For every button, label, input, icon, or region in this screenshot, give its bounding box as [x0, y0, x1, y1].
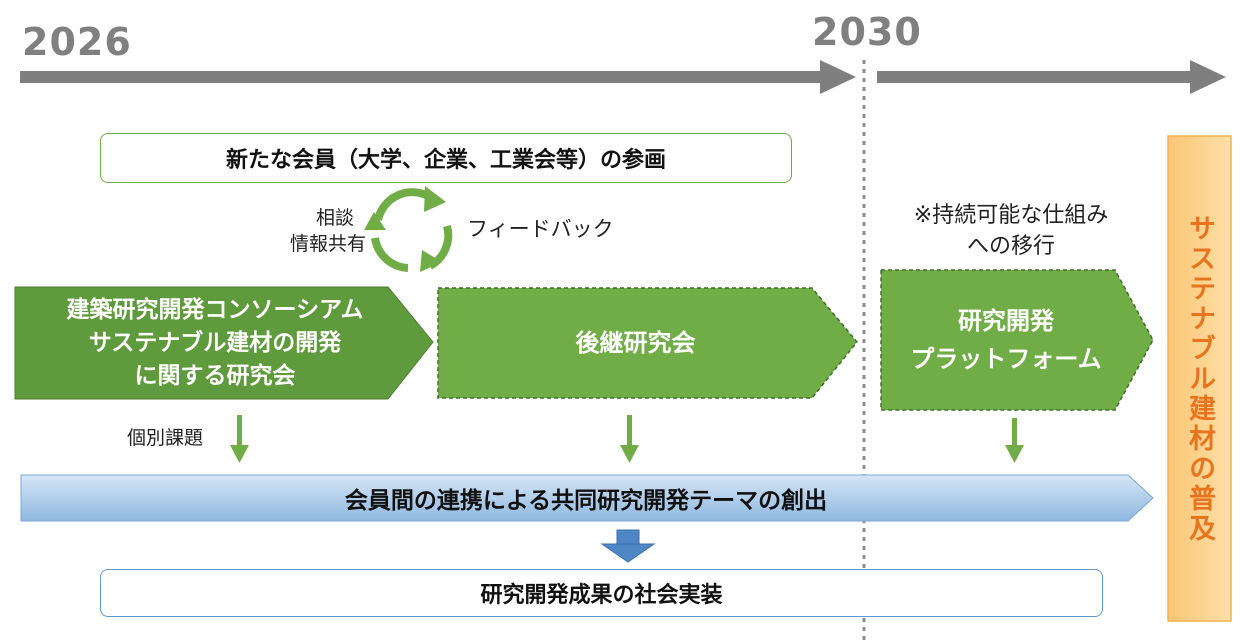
feedback-label: フィードバック	[467, 217, 614, 241]
blue-bar-shape	[20, 474, 1154, 522]
sustainable-note-line2: への移行	[966, 234, 1055, 259]
stage3-shape	[880, 269, 1154, 411]
stage3-text: 研究開発 プラットフォーム	[881, 270, 1131, 410]
down-arrow-stage1	[230, 415, 249, 463]
sustainable-note: ※持続可能な仕組み への移行	[880, 200, 1142, 262]
stage3-line2: プラットフォーム	[910, 345, 1102, 373]
stage3-line1: 研究開発	[958, 307, 1054, 335]
blue-bar-text: 会員間の連携による共同研究開発テーマの創出	[21, 475, 1151, 521]
individual-issue-label: 個別課題	[127, 427, 204, 449]
social-implementation-label: 研究開発成果の社会実装	[480, 583, 723, 608]
stage2-label: 後継研究会	[575, 329, 696, 357]
blue-down-arrow	[600, 529, 656, 563]
sustainable-note-line1: ※持続可能な仕組み	[913, 203, 1109, 228]
new-members-label: 新たな会員（大学、企業、工業会等）の参画	[225, 148, 666, 173]
stage1-line3: に関する研究会	[134, 362, 296, 389]
down-arrow-stage3	[1005, 418, 1024, 463]
blue-bar-label: 会員間の連携による共同研究開発テーマの創出	[344, 488, 828, 514]
side-banner-shape	[1167, 135, 1232, 622]
stage2-text: 後継研究会	[438, 288, 833, 398]
stage2-shape	[437, 287, 858, 399]
stage1-shape	[14, 286, 434, 400]
stage1-line2: サステナブル建材の開発	[88, 329, 342, 356]
stage1-line1: 建築研究開発コンソーシアム	[66, 296, 364, 323]
start-year-label: 2026	[22, 20, 132, 64]
timeline-arrow-main	[20, 60, 856, 94]
new-members-box: 新たな会員（大学、企業、工業会等）の参画	[100, 133, 792, 183]
mid-year-label: 2030	[812, 10, 922, 54]
side-banner-label: サステナブル建材の普及	[1184, 213, 1215, 544]
consult-label: 相談 情報共有	[286, 205, 366, 257]
consult-label-line2: 情報共有	[289, 233, 366, 255]
cycle-arrowheads	[364, 186, 446, 272]
timeline-arrow-after	[877, 60, 1226, 94]
side-banner-text: サステナブル建材の普及	[1168, 136, 1231, 621]
down-arrow-stage2	[620, 415, 639, 463]
consult-label-line1: 相談	[315, 207, 354, 229]
stage1-text: 建築研究開発コンソーシアム サステナブル建材の開発 に関する研究会	[15, 287, 415, 399]
social-implementation-box: 研究開発成果の社会実装	[100, 569, 1103, 617]
